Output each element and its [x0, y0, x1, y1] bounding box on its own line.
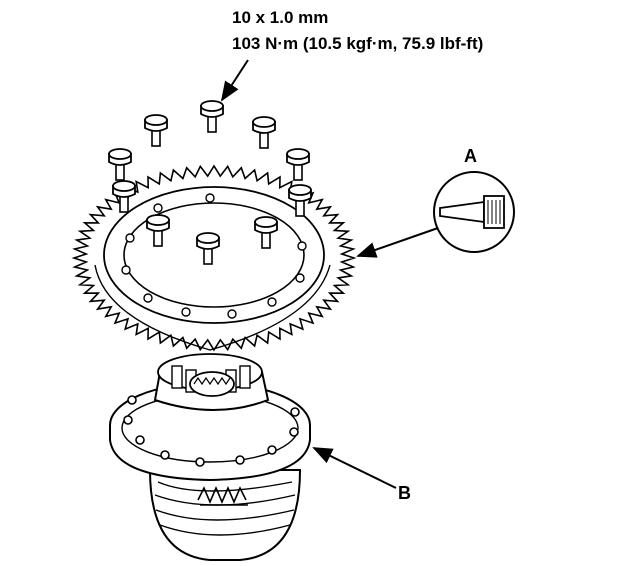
- bolt: [252, 116, 276, 149]
- carrier-lower-body: [148, 469, 302, 561]
- bolt: [146, 214, 170, 247]
- ring-gear-bolts: [108, 100, 312, 265]
- bolt: [144, 114, 168, 147]
- torque-spec-label: 103 N·m (10.5 kgf·m, 75.9 lbf-ft): [232, 34, 484, 53]
- callout-b-label: B: [398, 483, 411, 503]
- pinion-gear-teeth: [197, 485, 248, 506]
- splined-bore: [189, 371, 235, 397]
- spec-leader-arrow: [220, 59, 249, 102]
- bolt: [196, 232, 220, 265]
- thread-lock-icon: [439, 195, 505, 229]
- bolt: [108, 148, 132, 181]
- bolt: [254, 216, 278, 249]
- bolt: [200, 100, 224, 133]
- bolt: [288, 184, 312, 217]
- callout-a-detail: [356, 171, 515, 258]
- bolt: [286, 148, 310, 181]
- callout-a-label: A: [464, 146, 477, 166]
- differential-carrier: [109, 353, 311, 561]
- bolt: [112, 180, 136, 213]
- bolt-size-label: 10 x 1.0 mm: [232, 8, 329, 27]
- callout-b-leader-arrow: [312, 447, 397, 489]
- flange-bolt-holes: [123, 395, 300, 467]
- callout-a-leader-arrow: [356, 227, 439, 258]
- carrier-flange-rim: [109, 425, 311, 482]
- ring-gear-bolt-holes: [121, 193, 307, 319]
